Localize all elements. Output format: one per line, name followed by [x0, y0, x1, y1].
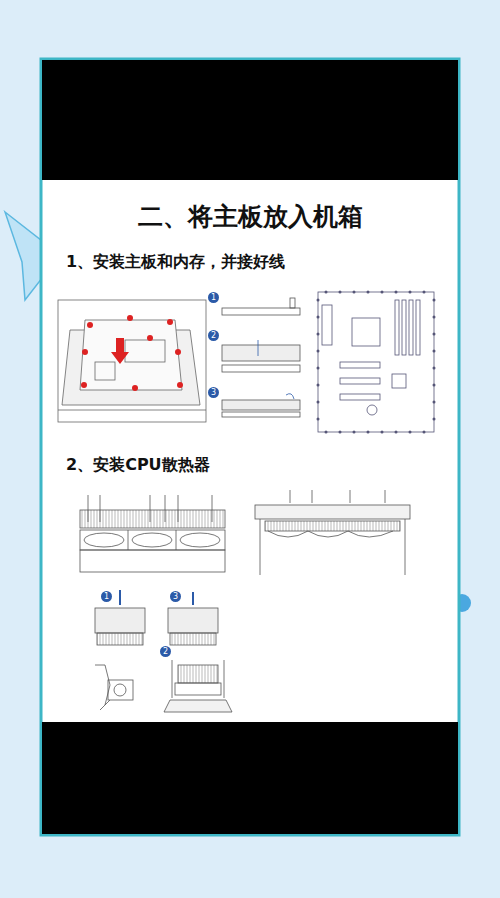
callout-number: 1 — [101, 591, 112, 602]
callout-number: 3 — [170, 591, 181, 602]
callout-number: 2 — [208, 330, 219, 341]
callout-number: 3 — [208, 387, 219, 398]
case-top-radiator — [255, 490, 410, 575]
black-bar — [42, 60, 458, 180]
section-heading: 1、安装主板和内存，并接好线 — [66, 252, 285, 273]
callout-number: 1 — [208, 292, 219, 303]
radiator — [80, 495, 225, 572]
case-illustration — [58, 300, 206, 422]
cooler-steps — [95, 590, 232, 712]
screws — [81, 315, 183, 391]
section-heading: 2、安装CPU散热器 — [66, 455, 210, 476]
callout-number: 2 — [160, 646, 171, 657]
ram-steps — [222, 298, 300, 417]
black-bar — [42, 722, 458, 834]
panel — [41, 59, 459, 835]
motherboard-layout — [318, 292, 434, 432]
page-title: 二、将主板放入机箱 — [138, 200, 363, 233]
